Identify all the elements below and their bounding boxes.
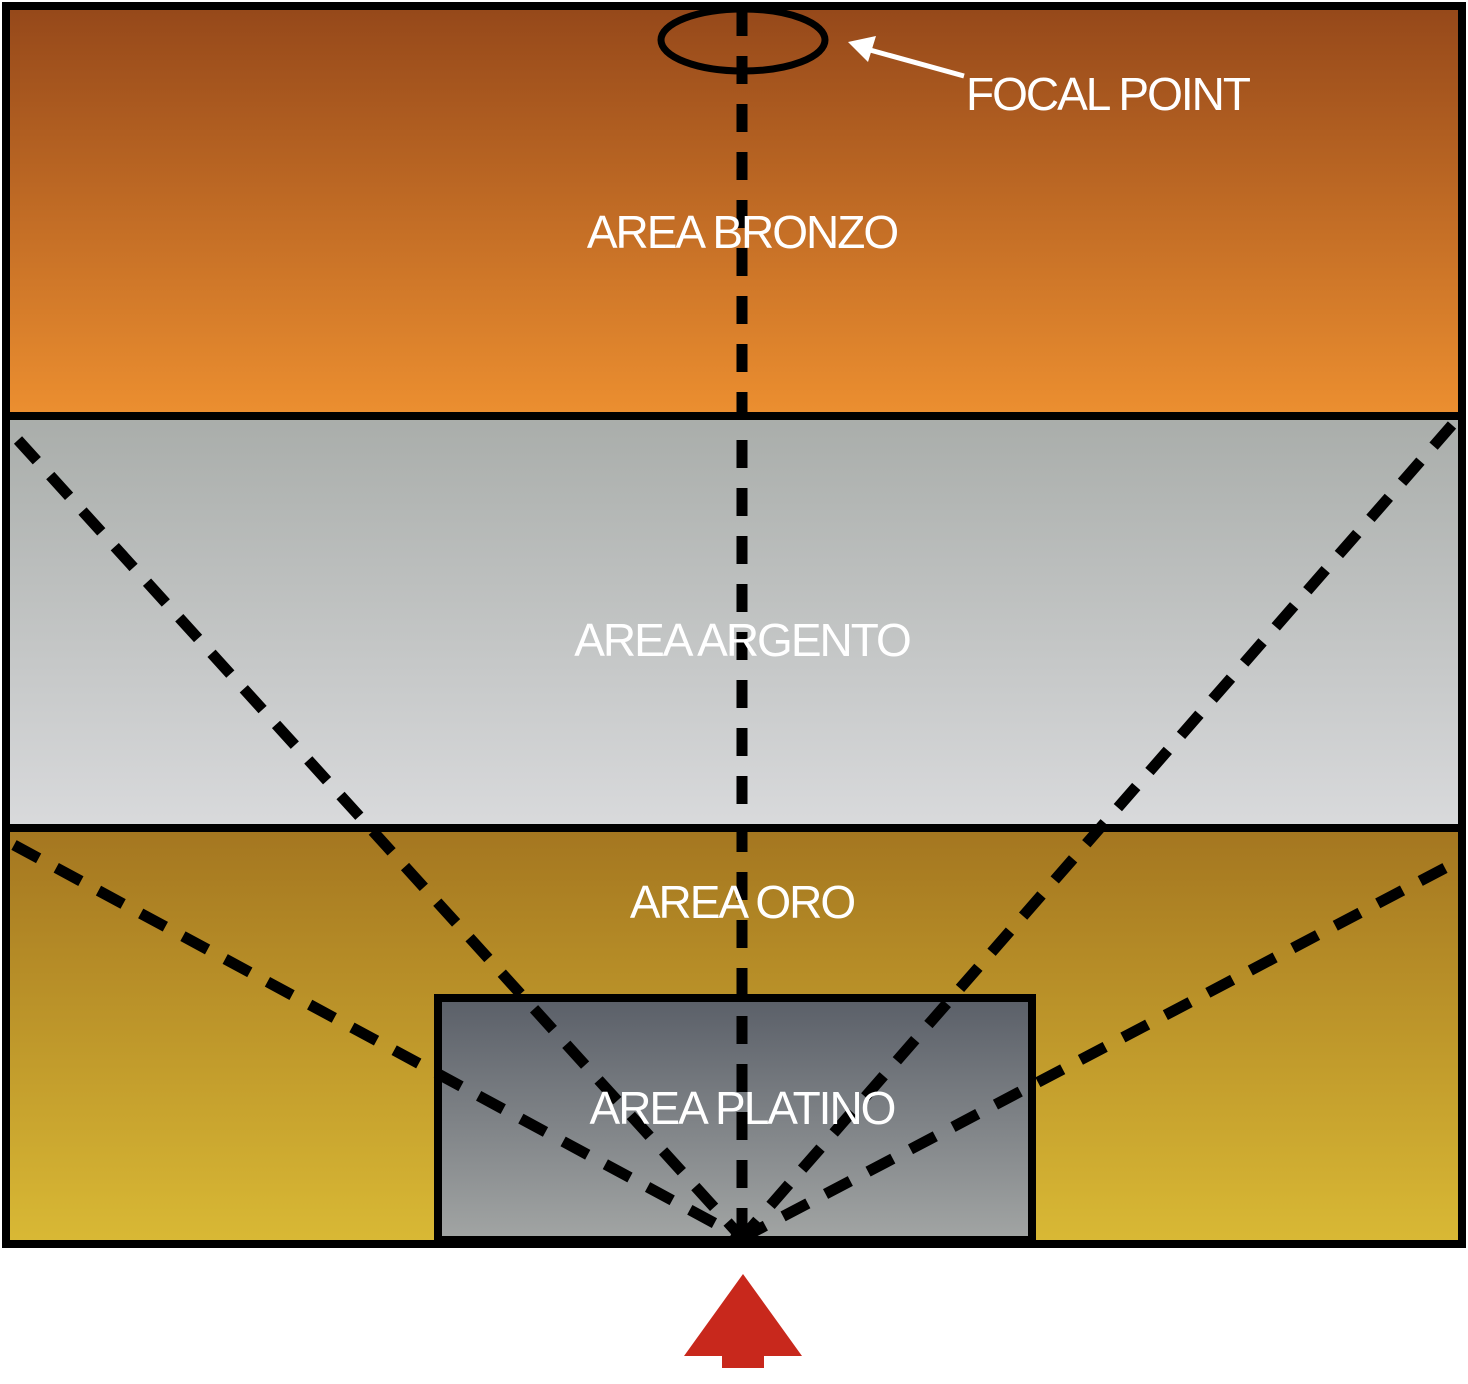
area-platino-zone: [434, 994, 1036, 1244]
sight-line-left-steep: [13, 436, 747, 1242]
area-platino-label: AREA PLATINO: [590, 1082, 895, 1134]
area-oro-label: AREA ORO: [630, 876, 855, 928]
area-argento-zone: [2, 412, 1466, 832]
focal-point-arrow: [848, 36, 965, 79]
viewer-arrow-icon: [684, 1274, 802, 1368]
area-argento-label: AREA ARGENTO: [574, 614, 910, 666]
focal-point-ellipse: [657, 5, 829, 75]
sight-line-right-shallow: [739, 863, 1448, 1243]
sight-line-left-shallow: [11, 840, 745, 1243]
focal-point-label: FOCAL POINT: [966, 68, 1251, 120]
sight-lines: [11, 8, 1457, 1243]
area-bronzo-label: AREA BRONZO: [587, 206, 898, 258]
sight-line-right-steep: [737, 421, 1457, 1242]
